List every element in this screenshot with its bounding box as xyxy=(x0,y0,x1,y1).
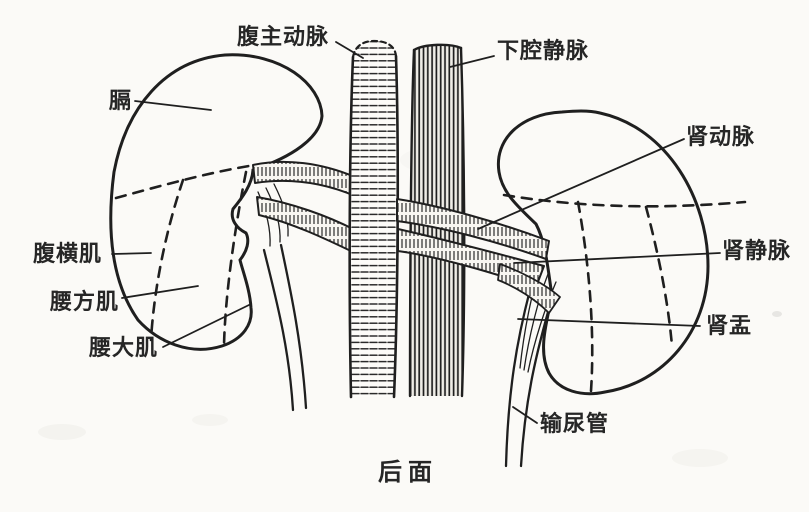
label-inferior-vena-cava: 下腔静脉 xyxy=(497,38,590,63)
leader-abdominal-aorta xyxy=(335,41,364,59)
label-quadratus-lumborum: 腰方肌 xyxy=(50,289,120,314)
left-ureter xyxy=(262,243,308,412)
right-muscle-dash-mid xyxy=(576,200,594,393)
left-renal-artery xyxy=(252,160,356,197)
right-hilum-vein-fan xyxy=(497,263,561,314)
label-transversus-abdominis: 腹横肌 xyxy=(33,241,103,266)
abdominal-aorta-vessel xyxy=(348,39,400,399)
left-muscle-dash-top xyxy=(114,163,257,200)
leader-psoas-major xyxy=(162,303,252,348)
left-kidney-outline xyxy=(109,53,324,351)
label-ureter: 输尿管 xyxy=(540,411,610,436)
leader-diaphragm xyxy=(134,100,212,111)
right-kidney-outline xyxy=(496,109,710,396)
label-abdominal-aorta: 腹主动脉 xyxy=(237,24,330,49)
leader-renal-pelvis xyxy=(517,318,701,327)
leader-renal-vein xyxy=(513,252,721,264)
label-psoas-major: 腰大肌 xyxy=(89,335,159,360)
label-renal-vein: 肾静脉 xyxy=(722,238,792,263)
label-diaphragm: 膈 xyxy=(109,88,133,113)
right-ureter xyxy=(504,288,554,468)
leader-ureter xyxy=(512,406,538,424)
leader-inferior-vena-cava xyxy=(449,55,495,68)
leader-transversus-abdominis xyxy=(111,252,152,255)
leader-quadratus-lumborum xyxy=(121,285,199,299)
left-muscle-dash-inner xyxy=(222,170,248,348)
label-renal-pelvis: 肾盂 xyxy=(706,313,753,338)
label-renal-artery: 肾动脉 xyxy=(686,124,756,149)
leader-renal-artery xyxy=(477,138,685,230)
left-muscle-dash-mid xyxy=(149,178,185,342)
right-muscle-dash-inner xyxy=(644,205,674,348)
right-muscle-dash-top xyxy=(502,193,747,208)
figure-caption: 后面 xyxy=(378,460,438,486)
left-renal-vein xyxy=(256,196,356,254)
right-renal-artery xyxy=(396,198,550,260)
paper-texture xyxy=(38,311,782,467)
